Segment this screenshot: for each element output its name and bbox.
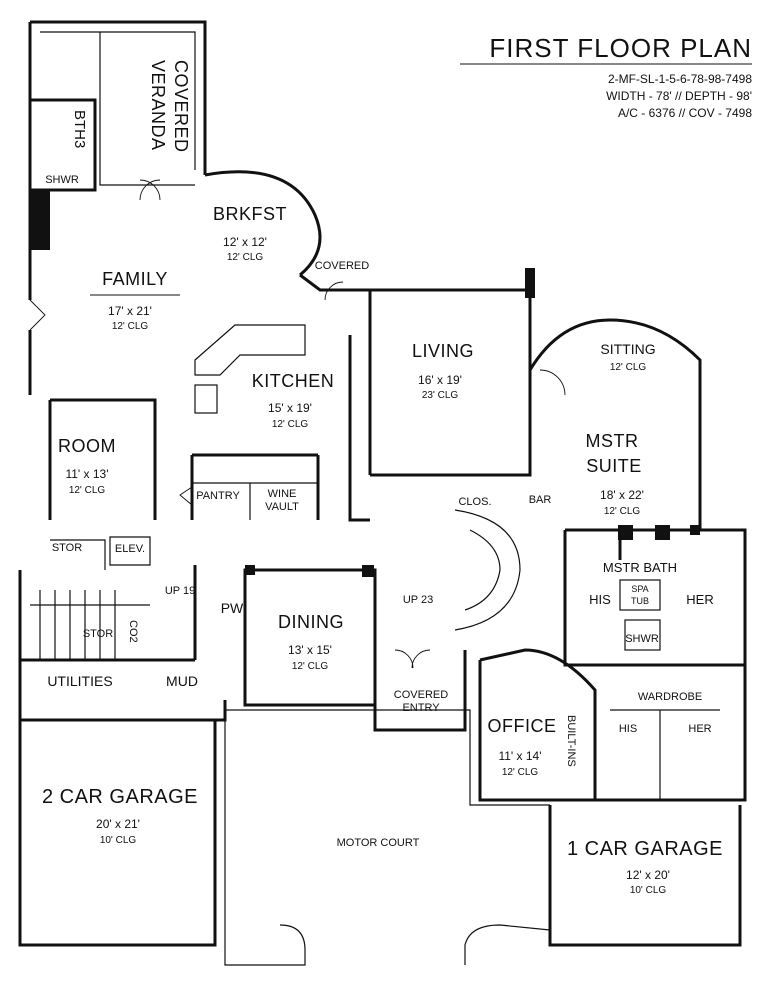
dim-garage1: 12' x 20' xyxy=(626,868,670,882)
label-room: ROOM xyxy=(58,436,116,456)
doors xyxy=(29,179,566,669)
label-covered-entry-2: ENTRY xyxy=(402,702,440,714)
clg-kitchen: 12' CLG xyxy=(272,419,309,430)
label-veranda-1: COVERED xyxy=(171,60,191,153)
dim-room: 11' x 13' xyxy=(65,467,108,481)
motor-court-edge xyxy=(224,709,551,966)
dim-mstr-suite: 18' x 22' xyxy=(600,488,644,502)
dim-brkfst: 12' x 12' xyxy=(223,235,267,249)
kitchen-island xyxy=(194,324,306,376)
label-stor-left: STOR xyxy=(52,542,82,554)
label-her-wardrobe: HER xyxy=(688,723,711,735)
clg-dining: 12' CLG xyxy=(292,661,329,672)
label-her-bath: HER xyxy=(686,592,713,607)
clg-office: 12' CLG xyxy=(502,767,539,778)
label-suite: SUITE xyxy=(586,456,642,476)
label-pw: PW xyxy=(221,600,244,616)
label-his-wardrobe: HIS xyxy=(619,723,637,735)
plan-title: FIRST FLOOR PLAN xyxy=(489,33,752,63)
clg-room: 12' CLG xyxy=(69,485,106,496)
label-tub: TUB xyxy=(631,596,649,606)
label-office: OFFICE xyxy=(488,716,557,736)
plan-area: A/C - 6376 // COV - 7498 xyxy=(618,106,752,120)
title-block: FIRST FLOOR PLAN 2-MF-SL-1-5-6-78-98-749… xyxy=(460,33,752,120)
label-covered-entry-1: COVERED xyxy=(394,689,448,701)
label-clos: CLOS. xyxy=(458,496,491,508)
label-wine: WINE xyxy=(268,488,297,500)
wall-master-suite xyxy=(528,318,702,532)
label-his-bath: HIS xyxy=(589,592,611,607)
label-mstr: MSTR xyxy=(586,431,639,451)
wall-room xyxy=(48,398,157,520)
dim-family: 17' x 21' xyxy=(108,304,152,318)
dim-kitchen: 15' x 19' xyxy=(268,401,312,415)
label-dining: DINING xyxy=(278,612,344,632)
label-shwr-left: SHWR xyxy=(45,174,79,186)
room-labels: COVERED VERANDA BTH3 SHWR BRKFST 12' x 1… xyxy=(42,60,723,896)
label-veranda-2: VERANDA xyxy=(148,60,168,151)
label-garage1: 1 CAR GARAGE xyxy=(567,838,723,860)
clg-garage2: 10' CLG xyxy=(100,835,137,846)
wall-garage1 xyxy=(548,805,742,947)
label-kitchen: KITCHEN xyxy=(252,371,335,391)
wall-living xyxy=(368,288,532,477)
label-mud: MUD xyxy=(166,673,198,689)
label-living: LIVING xyxy=(412,341,474,361)
wall-brkfst-bay xyxy=(204,170,322,277)
wall-bath3 xyxy=(30,98,97,192)
label-mstr-bath: MSTR BATH xyxy=(603,560,677,575)
label-sitting: SITTING xyxy=(600,341,655,357)
label-shwr-master: SHWR xyxy=(625,633,659,645)
label-up19: UP 19 xyxy=(165,585,195,597)
plan-code: 2-MF-SL-1-5-6-78-98-7498 xyxy=(608,72,752,86)
label-pantry: PANTRY xyxy=(196,490,240,502)
walls xyxy=(18,20,747,966)
dim-living: 16' x 19' xyxy=(418,373,462,387)
label-stor-mid: STOR xyxy=(83,628,113,640)
label-wardrobe: WARDROBE xyxy=(638,691,702,703)
dim-garage2: 20' x 21' xyxy=(96,817,140,831)
label-motor-court: MOTOR COURT xyxy=(337,837,420,849)
label-bath3: BTH3 xyxy=(71,110,88,148)
label-co2: CO2 xyxy=(127,620,139,643)
dim-dining: 13' x 15' xyxy=(288,643,332,657)
clg-family: 12' CLG xyxy=(112,321,149,332)
label-elev: ELEV. xyxy=(115,543,145,555)
dim-office: 11' x 14' xyxy=(498,749,541,763)
label-utilities: UTILITIES xyxy=(47,673,112,689)
label-built-ins: BUILT-INS xyxy=(565,715,577,767)
clg-garage1: 10' CLG xyxy=(630,885,667,896)
label-garage2: 2 CAR GARAGE xyxy=(42,786,198,808)
label-covered-top: COVERED xyxy=(315,260,369,272)
stairs-left xyxy=(30,590,150,660)
wall-garage2 xyxy=(18,720,217,947)
label-up23: UP 23 xyxy=(403,594,433,606)
clg-living: 23' CLG xyxy=(422,390,459,401)
clg-mstr-suite: 12' CLG xyxy=(604,506,641,517)
plan-width-depth: WIDTH - 78' // DEPTH - 98' xyxy=(606,89,752,103)
curved-stair xyxy=(454,509,521,631)
clg-brkfst: 12' CLG xyxy=(227,252,264,263)
wall-dining xyxy=(243,568,377,707)
label-brkfst: BRKFST xyxy=(213,204,287,224)
wall-office xyxy=(478,648,597,802)
clg-sitting: 12' CLG xyxy=(610,362,647,373)
label-spa: SPA xyxy=(631,584,648,594)
label-vault: VAULT xyxy=(265,501,299,513)
label-family: FAMILY xyxy=(102,269,168,289)
label-bar: BAR xyxy=(529,494,552,506)
wall-wardrobe xyxy=(595,663,747,802)
